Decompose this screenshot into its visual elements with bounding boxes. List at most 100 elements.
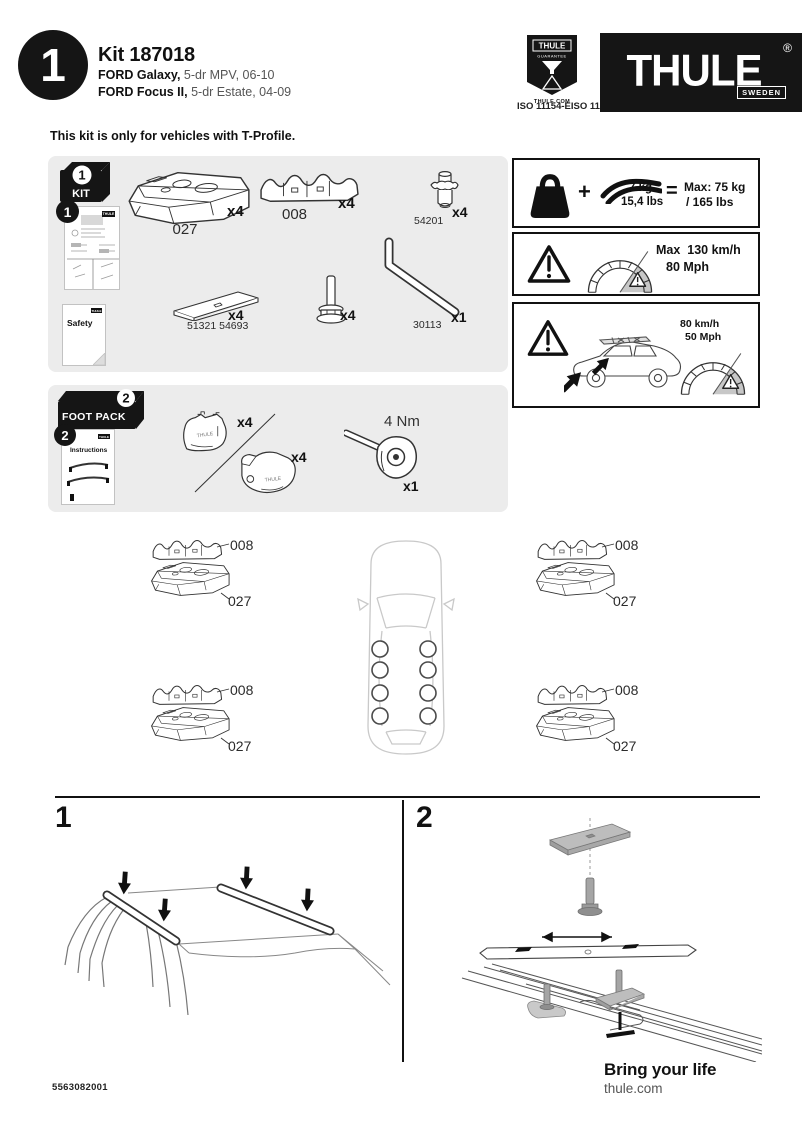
part-plate-drawing xyxy=(173,291,259,321)
assembly-pad-label: 027 xyxy=(228,738,252,754)
guarantee-badge-icon: THULE GUARANTEE xyxy=(527,35,577,95)
loaded-speed-line1: 80 km/h xyxy=(680,318,720,330)
dog-ear xyxy=(93,353,105,365)
t-track-rail xyxy=(461,963,762,1062)
weight-icon xyxy=(530,174,570,219)
inserting-plate-bolt xyxy=(594,969,646,1011)
max-speed-line1: Max 130 km/h xyxy=(656,243,741,257)
assembly-pad-label: 027 xyxy=(613,593,637,609)
part-027-label: 027 xyxy=(172,221,198,238)
max-total-lbs: / 165 lbs xyxy=(686,195,734,209)
load-bars-icon xyxy=(600,178,662,204)
part-54201-drawing xyxy=(430,170,459,208)
assembly-rear-left: 008 027 xyxy=(143,682,254,754)
step-1-illustration xyxy=(64,866,391,1016)
brand-tagline: Bring your life xyxy=(604,1060,717,1079)
iso-standard-text: ISO 11154-EISO 111 xyxy=(517,101,605,112)
kit-badge-number: 1 xyxy=(78,168,85,183)
max-speed-box: Max 130 km/h 80 Mph xyxy=(512,232,760,296)
part-30113-drawing xyxy=(384,237,460,317)
kit-badge-label: KIT xyxy=(72,188,90,200)
part-008-label: 008 xyxy=(282,206,308,223)
bars-weight-kg: 7 kg xyxy=(629,182,653,194)
speedometer-icon xyxy=(587,250,653,293)
adapter-plate xyxy=(548,823,632,856)
manual-sketch xyxy=(67,215,119,289)
front-foot-qty: x4 xyxy=(237,414,253,430)
badge-guarantee-text: GUARANTEE xyxy=(537,54,566,59)
kit-box-icon: 1 KIT xyxy=(60,162,110,202)
footpack-manual-number: 2 xyxy=(61,427,69,443)
part-54201-qty: x4 xyxy=(452,204,468,220)
part-54201-label: 54201 xyxy=(414,215,444,227)
badge-url-text: THULE.COM xyxy=(533,99,571,105)
mount-point-circles xyxy=(371,640,437,725)
max-speed-line2: 80 Mph xyxy=(666,260,710,274)
footpack-badge-label: FOOT PACK xyxy=(62,411,126,423)
car-top-view xyxy=(357,540,455,755)
part-008-qty: x4 xyxy=(338,195,355,212)
safety-sheet: THULE Safety xyxy=(62,304,106,366)
footpack-badge-number: 2 xyxy=(122,391,129,406)
installed-bolt xyxy=(527,983,566,1019)
t-bolt xyxy=(577,877,603,916)
step-1-number: 1 xyxy=(55,801,72,834)
steps-divider-vertical xyxy=(402,800,404,1062)
thule-tag-icon: THULE xyxy=(102,211,115,217)
kit-manual-number: 1 xyxy=(63,203,72,220)
foot-pack-box-icon: 2 FOOT PACK xyxy=(58,389,144,429)
product-code: 5563082001 xyxy=(52,1082,108,1093)
equals-sign: = xyxy=(666,180,678,202)
step-2-illustration xyxy=(461,818,762,1062)
divider-line xyxy=(194,413,276,493)
load-limit-box: + 7 kg 15,4 lbs = Max: 75 kg / 165 lbs xyxy=(512,158,760,228)
torque-key-drawing xyxy=(344,429,418,479)
speedometer-icon xyxy=(680,352,746,395)
vehicle-1-spec: 5-dr MPV, 06-10 xyxy=(183,68,275,82)
foot-brand-text: THULE xyxy=(264,476,282,484)
assembly-pad-label: 027 xyxy=(228,593,252,609)
vehicle-line-1: FORD Galaxy, 5-dr MPV, 06-10 xyxy=(98,68,274,82)
part-bolt-qty: x4 xyxy=(340,307,356,323)
thule-logo: THULE ® SWEDEN xyxy=(600,33,802,112)
t-profile-note: This kit is only for vehicles with T-Pro… xyxy=(50,129,296,143)
part-027-qty: x4 xyxy=(227,203,244,220)
safety-doc-label: Safety xyxy=(67,318,93,328)
thule-tag-icon: THULE xyxy=(98,434,110,439)
assembly-rear-right: 008 027 xyxy=(528,682,639,754)
rear-foot-qty: x4 xyxy=(291,449,307,465)
max-total-kg: Max: 75 kg xyxy=(684,180,746,194)
assembly-bracket-label: 008 xyxy=(230,682,254,698)
loaded-car-icon xyxy=(564,336,682,396)
footpack-manual-number-badge: 2 xyxy=(54,424,76,446)
vehicle-2-model: FORD Focus II, xyxy=(98,85,188,99)
bars-weight-lbs: 15,4 lbs xyxy=(621,196,664,208)
kit-manual-number-badge: 1 xyxy=(56,200,79,223)
insert-arrow xyxy=(606,1012,635,1038)
loaded-speed-box: 80 km/h 50 Mph xyxy=(512,302,760,408)
page-title: Kit 187018 xyxy=(98,44,195,66)
part-bolt-drawing xyxy=(316,275,346,324)
tool-qty: x1 xyxy=(403,478,419,494)
front-foot-drawing: THULE xyxy=(183,411,227,452)
load-bar-section xyxy=(479,944,697,960)
thule-tag-icon: THULE xyxy=(91,308,102,313)
footpack-manual-sheet: 2 THULE Instructions xyxy=(54,424,115,505)
assembly-bracket-label: 008 xyxy=(615,682,639,698)
torque-value: 4 Nm xyxy=(384,413,420,430)
part-30113-label: 30113 xyxy=(413,319,442,331)
warning-triangle-icon xyxy=(527,245,571,283)
assembly-bracket-label: 008 xyxy=(615,537,639,553)
loaded-speed-line2: 50 Mph xyxy=(685,331,722,343)
foot-brand-text: THULE xyxy=(196,431,214,439)
slide-direction-arrow xyxy=(542,931,612,943)
vehicle-2-spec: 5-dr Estate, 04-09 xyxy=(191,85,292,99)
plus-sign: + xyxy=(578,179,591,204)
badge-brand-text: THULE xyxy=(539,42,566,51)
steps-divider-horizontal xyxy=(55,796,760,798)
kit-manual-sheet: 1 THULE xyxy=(56,200,120,290)
registered-mark: ® xyxy=(783,41,792,55)
vehicle-1-model: FORD Galaxy, xyxy=(98,68,181,82)
bars-sketch xyxy=(67,462,110,501)
